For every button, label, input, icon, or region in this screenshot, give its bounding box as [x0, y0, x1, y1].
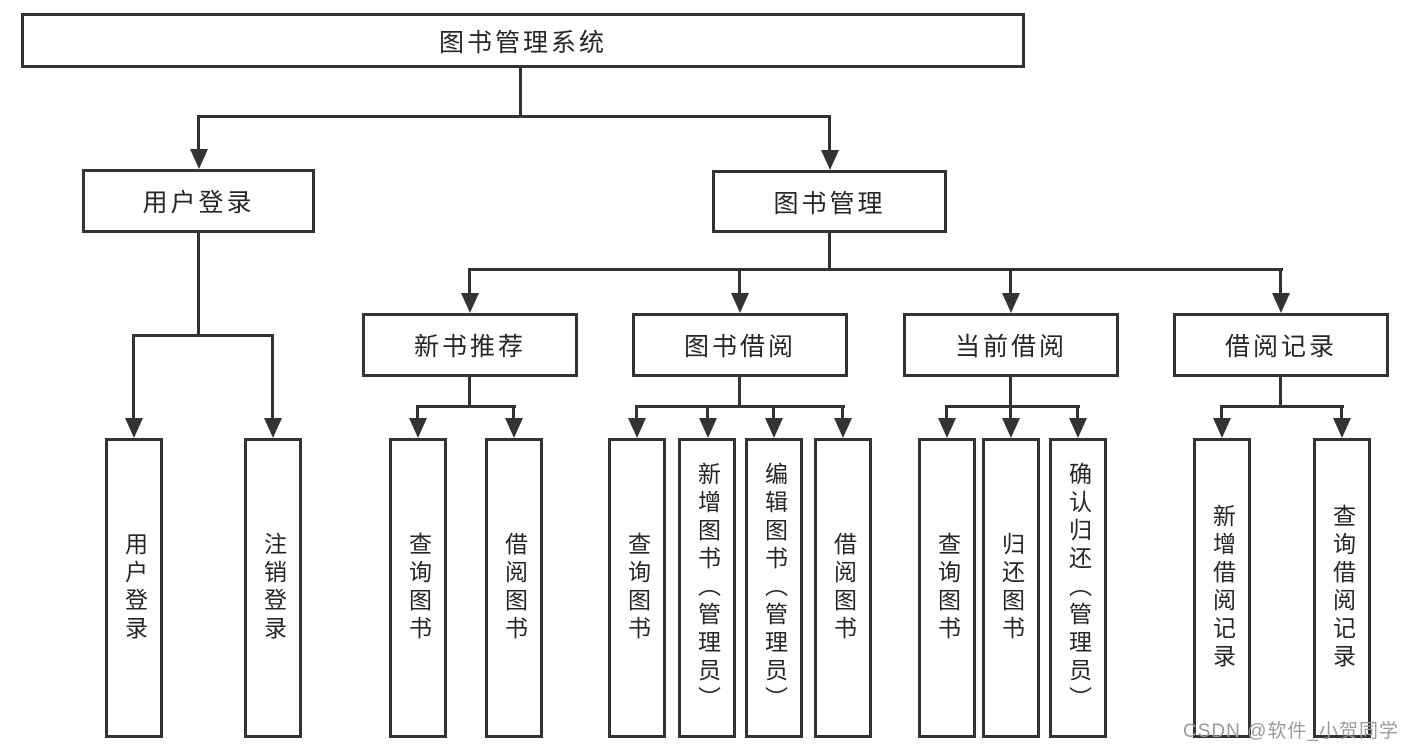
arrow-down-icon	[698, 405, 717, 438]
node-user-login: 用户登录	[82, 169, 315, 233]
leaf-query-book-current: 查询图书	[918, 438, 976, 738]
node-label: 图书管理	[773, 189, 886, 218]
node-label: 归还图书	[998, 532, 1025, 644]
connector-bar	[416, 405, 516, 408]
leaf-query-book-recommend: 查询图书	[389, 438, 447, 738]
arrow-down-icon	[124, 334, 143, 438]
leaf-edit-book-admin: 编辑图书（管理员）	[745, 438, 803, 738]
node-label: 借阅图书	[501, 532, 528, 644]
node-label: 新书推荐	[413, 333, 526, 361]
node-label: 当前借阅	[954, 333, 1067, 361]
leaf-user-login: 用户登录	[105, 438, 163, 738]
connector-stem	[197, 233, 200, 337]
arrow-down-icon	[764, 405, 783, 438]
arrow-down-icon	[1068, 405, 1087, 438]
node-label: 查询图书	[405, 532, 432, 644]
arrow-down-icon	[627, 405, 646, 438]
connector-bar	[132, 334, 274, 337]
node-label: 查询借阅记录	[1329, 504, 1356, 672]
arrow-down-icon	[1332, 405, 1351, 438]
connector-bar	[197, 115, 831, 118]
node-label: 查询图书	[624, 532, 651, 644]
connector-bar	[635, 405, 845, 408]
node-label: 编辑图书（管理员）	[761, 462, 788, 714]
leaf-add-book-admin: 新增图书（管理员）	[678, 438, 736, 738]
connector-stem	[1009, 377, 1012, 408]
node-label: 新增图书（管理员）	[694, 462, 721, 714]
node-borrow-records: 借阅记录	[1173, 313, 1389, 377]
arrow-down-icon	[1212, 405, 1231, 438]
arrow-down-icon	[408, 405, 427, 438]
connector-bar	[1220, 405, 1344, 408]
node-library-system: 图书管理系统	[21, 13, 1025, 68]
connector-bar	[945, 405, 1080, 408]
connector-stem	[519, 67, 522, 118]
leaf-add-borrow-record: 新增借阅记录	[1193, 438, 1251, 738]
node-new-book-recommend: 新书推荐	[362, 313, 578, 377]
node-label: 注销登录	[260, 532, 287, 644]
arrow-down-icon	[263, 334, 282, 438]
arrow-down-icon	[833, 405, 852, 438]
arrow-down-icon	[820, 115, 839, 170]
leaf-query-book-borrow: 查询图书	[608, 438, 666, 738]
node-label: 图书管理系统	[438, 28, 607, 57]
leaf-logout: 注销登录	[244, 438, 302, 738]
node-label: 用户登录	[121, 532, 148, 644]
arrow-down-icon	[1271, 268, 1290, 313]
connector-stem	[1279, 377, 1282, 408]
connector-stem	[468, 377, 471, 408]
arrow-down-icon	[937, 405, 956, 438]
node-label: 确认归还（管理员）	[1065, 462, 1092, 714]
node-label: 借阅记录	[1224, 333, 1337, 361]
arrow-down-icon	[1001, 268, 1020, 313]
leaf-borrow-book: 借阅图书	[814, 438, 872, 738]
leaf-borrow-book-recommend: 借阅图书	[485, 438, 543, 738]
node-label: 查询图书	[934, 532, 961, 644]
arrow-down-icon	[1001, 405, 1020, 438]
connector-stem	[828, 233, 831, 271]
connector-bar	[468, 268, 1283, 271]
node-label: 借阅图书	[830, 532, 857, 644]
arrow-down-icon	[504, 405, 523, 438]
node-book-borrow: 图书借阅	[632, 313, 848, 377]
csdn-watermark: CSDN @软件_小贺同学	[1183, 721, 1399, 742]
arrow-down-icon	[730, 268, 749, 313]
node-label: 图书借阅	[683, 333, 796, 361]
connector-stem	[738, 377, 741, 408]
arrow-down-icon	[460, 268, 479, 313]
arrow-down-icon	[189, 115, 208, 169]
leaf-query-borrow-record: 查询借阅记录	[1313, 438, 1371, 738]
node-label: 用户登录	[142, 189, 255, 217]
node-label: 新增借阅记录	[1209, 504, 1236, 672]
leaf-return-book: 归还图书	[982, 438, 1040, 738]
node-book-management: 图书管理	[712, 170, 947, 233]
node-current-borrow: 当前借阅	[903, 313, 1119, 377]
leaf-confirm-return-admin: 确认归还（管理员）	[1049, 438, 1107, 738]
